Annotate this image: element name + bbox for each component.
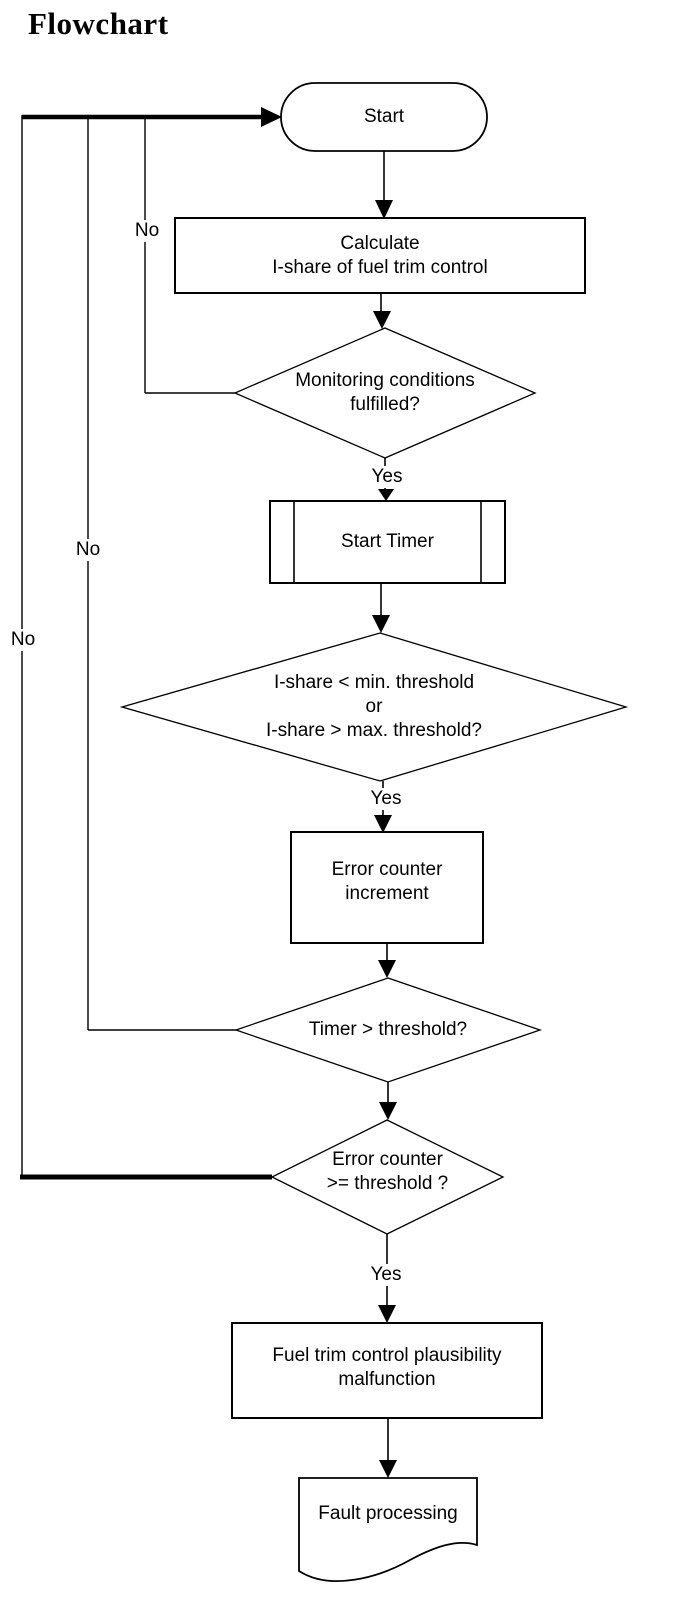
arrowhead-error-increment-icon — [374, 815, 392, 833]
arrowhead-timer-check-icon — [378, 960, 396, 978]
arrowhead-fault-processing-icon — [379, 1460, 397, 1478]
error-check-line1: Error counter — [332, 1149, 443, 1170]
malfunction-line2: malfunction — [338, 1369, 436, 1390]
calculate-process-shape — [174, 217, 586, 294]
calculate-line1: Calculate — [340, 232, 420, 254]
error-increment-label: Error counter increment — [291, 832, 483, 932]
arrowhead-error-check-icon — [379, 1102, 397, 1120]
arrowhead-ishare-icon — [372, 615, 390, 633]
error-increment-line1: Error counter — [331, 859, 443, 880]
error-increment-shape — [290, 831, 484, 944]
calculate-line2: I-share of fuel trim control — [272, 256, 488, 278]
arrowhead-monitoring-icon — [373, 311, 391, 329]
ishare-line3: I-share > max. threshold? — [266, 720, 482, 741]
timer-decision-shape — [233, 977, 543, 1083]
ishare-label: I-share < min. threshold or I-share > ma… — [152, 668, 596, 746]
arrowhead-malfunction-icon — [378, 1305, 396, 1323]
yes-label-error-check: Yes — [367, 1264, 405, 1286]
arrowhead-calculate-icon — [375, 200, 393, 219]
page-title: Flowchart — [28, 6, 169, 41]
arrowhead-start-timer-icon — [378, 489, 394, 501]
error-increment-line2: increment — [345, 883, 429, 904]
error-check-decision-shape — [270, 1119, 505, 1235]
malfunction-label: Fuel trim control plausibility malfuncti… — [232, 1323, 542, 1413]
no-label-timer: No — [72, 539, 104, 561]
monitoring-label: Monitoring conditions fulfilled? — [235, 348, 535, 438]
malfunction-shape — [231, 1322, 543, 1419]
ishare-line1: I-share < min. threshold — [273, 672, 475, 693]
start-timer-shape — [269, 500, 506, 584]
calculate-label: Calculate I-share of fuel trim control — [175, 218, 585, 293]
start-label: Start — [363, 106, 405, 127]
ishare-decision-shape — [119, 632, 629, 782]
fault-processing-document-shape — [298, 1477, 478, 1582]
monitoring-line2: fulfilled? — [350, 394, 420, 415]
no-label-error-check: No — [7, 629, 39, 651]
fault-processing-label: Fault processing — [318, 1503, 458, 1524]
timer-check-label: Timer > threshold? — [308, 1019, 468, 1040]
monitoring-line1: Monitoring conditions — [295, 370, 475, 391]
no-label-monitoring: No — [131, 220, 163, 242]
error-check-line2: >= threshold ? — [326, 1173, 449, 1194]
error-check-label: Error counter >= threshold ? — [272, 1122, 503, 1222]
start-terminator-shape — [280, 82, 488, 152]
yes-label-monitoring: Yes — [368, 466, 406, 488]
start-timer-label: Start Timer — [341, 531, 434, 552]
ishare-line2: or — [365, 696, 383, 717]
yes-label-ishare: Yes — [367, 788, 405, 810]
malfunction-line1: Fuel trim control plausibility — [272, 1345, 502, 1366]
monitoring-decision-shape — [233, 327, 537, 459]
arrowhead-into-start-icon — [261, 107, 282, 127]
